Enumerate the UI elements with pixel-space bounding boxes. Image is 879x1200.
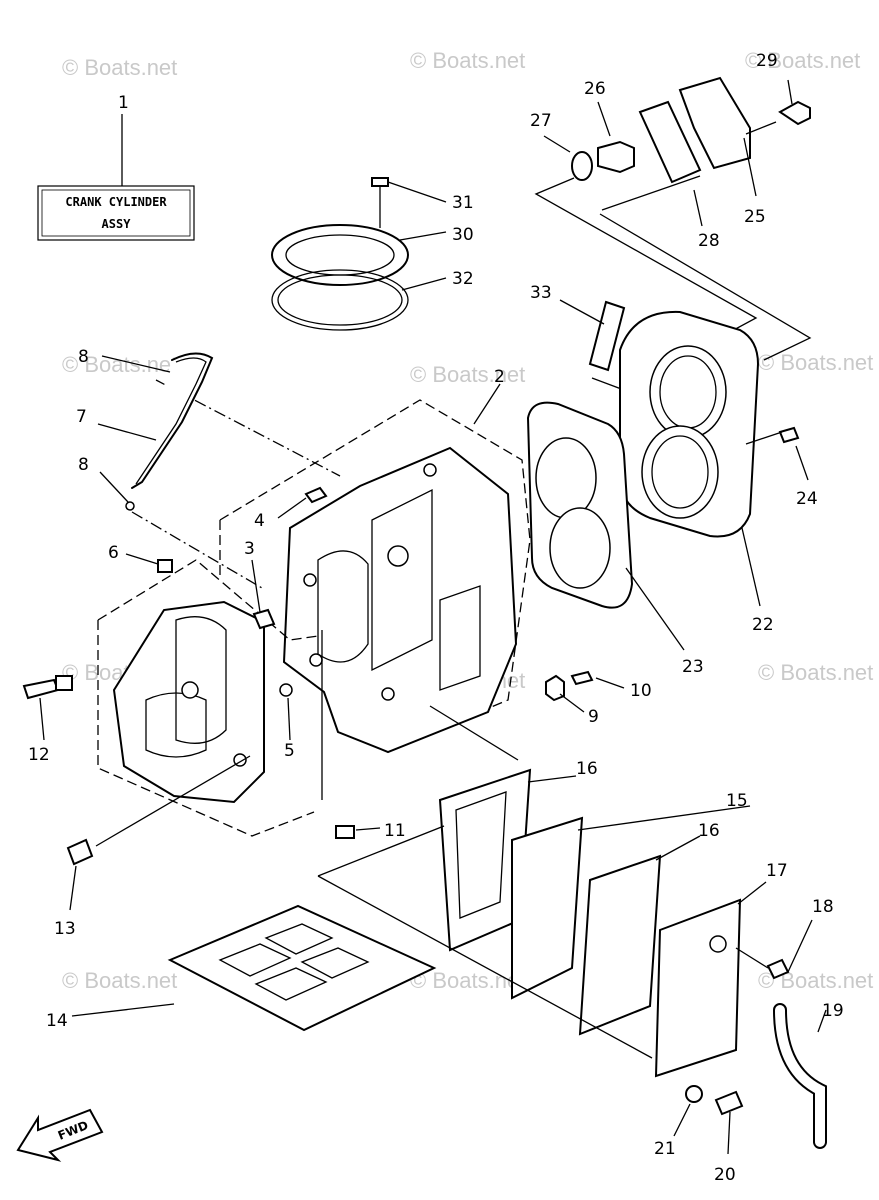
small-fasteners <box>22 352 625 911</box>
callout-21: 21 <box>654 1139 676 1159</box>
callout-12: 12 <box>28 745 50 765</box>
callout-14: 14 <box>46 1011 68 1031</box>
callout-22: 22 <box>752 615 774 635</box>
watermark-text: © Boats.net <box>410 48 525 73</box>
callout-6: 6 <box>108 543 119 563</box>
title-line-2: ASSY <box>102 217 132 231</box>
callout-33: 33 <box>530 283 552 303</box>
callout-16-upper: 16 <box>576 759 598 779</box>
callout-23: 23 <box>682 657 704 677</box>
callout-18: 18 <box>812 897 834 917</box>
callout-4: 4 <box>254 511 265 531</box>
callout-26: 26 <box>584 79 606 99</box>
callout-3: 3 <box>244 539 255 559</box>
callout-29: 29 <box>756 51 778 71</box>
assembly-title-box: 1 CRANK CYLINDER ASSY <box>37 93 195 241</box>
callout-27: 27 <box>530 111 552 131</box>
crankcase-assembly <box>97 379 531 837</box>
watermark-text: © Boats.net <box>410 362 525 387</box>
top-ring-assembly <box>271 177 447 331</box>
thermostat-assembly <box>534 76 812 391</box>
callout-10: 10 <box>630 681 652 701</box>
callout-19: 19 <box>822 1001 844 1021</box>
callout-2: 2 <box>494 367 505 387</box>
callout-13: 13 <box>54 919 76 939</box>
callout-17: 17 <box>766 861 788 881</box>
forward-arrow-icon: FWD <box>16 1108 104 1162</box>
callout-24: 24 <box>796 489 818 509</box>
watermark-text: © Boats.net <box>758 350 873 375</box>
callout-1: 1 <box>118 93 129 113</box>
callout-15: 15 <box>726 791 748 811</box>
title-line-1: CRANK CYLINDER <box>65 195 167 209</box>
callout-28: 28 <box>698 231 720 251</box>
callout-16-lower: 16 <box>698 821 720 841</box>
callout-20: 20 <box>714 1165 736 1185</box>
watermark-text: © Boats.net <box>62 55 177 80</box>
cylinder-head-assembly <box>526 299 809 651</box>
watermark-text: © Boats.net <box>758 660 873 685</box>
watermark-text: © Boats.net <box>410 968 525 993</box>
exhaust-cover-assembly <box>71 768 827 1155</box>
callout-5: 5 <box>284 741 295 761</box>
watermark-text: © Boats.net <box>62 968 177 993</box>
callout-30: 30 <box>452 225 474 245</box>
callout-11: 11 <box>384 821 406 841</box>
callout-labels: 2 3 4 5 6 7 8 8 9 10 11 12 13 14 15 16 1… <box>28 51 844 1185</box>
callout-32: 32 <box>452 269 474 289</box>
callout-8-lower: 8 <box>78 455 89 475</box>
callout-25: 25 <box>744 207 766 227</box>
watermark-text: © Boats.net <box>62 352 177 377</box>
callout-31: 31 <box>452 193 474 213</box>
callout-8-upper: 8 <box>78 347 89 367</box>
callout-9: 9 <box>588 707 599 727</box>
callout-7: 7 <box>76 407 87 427</box>
watermark-text: © Boats.net <box>745 48 860 73</box>
